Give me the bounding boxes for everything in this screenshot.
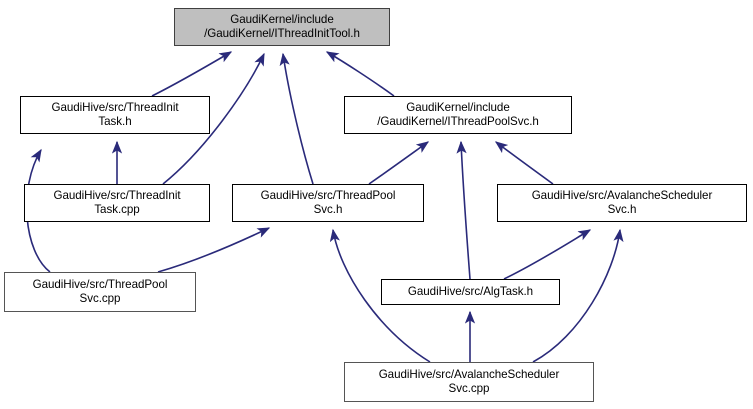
graph-edge-algtask_h-to-ithreadpoolsvc (456, 140, 471, 280)
graph-edge-algtask_h-to-avalancheschedulersvc_h (503, 229, 592, 280)
graph-node-ithreadpoolsvc[interactable]: GaudiKernel/include /GaudiKernel/IThread… (344, 96, 572, 134)
graph-node-label: GaudiHive/src/AvalancheScheduler Svc.cpp (378, 368, 560, 395)
graph-edge-threadpoolsvc_h-to-ithreadinittool (279, 52, 314, 185)
graph-node-threadpoolsvc_cpp[interactable]: GaudiHive/src/ThreadPool Svc.cpp (4, 272, 196, 312)
graph-node-threadinittask_h[interactable]: GaudiHive/src/ThreadInit Task.h (20, 96, 210, 134)
graph-edge-ithreadpoolsvc-to-ithreadinittool (325, 51, 395, 97)
graph-node-algtask_h[interactable]: GaudiHive/src/AlgTask.h (381, 279, 560, 305)
graph-node-threadinittask_cpp[interactable]: GaudiHive/src/ThreadInit Task.cpp (24, 184, 210, 222)
graph-node-avalancheschedulersvc_cpp[interactable]: GaudiHive/src/AvalancheScheduler Svc.cpp (344, 362, 594, 402)
graph-node-label: GaudiHive/src/ThreadPool Svc.cpp (32, 278, 168, 305)
graph-node-threadpoolsvc_h[interactable]: GaudiHive/src/ThreadPool Svc.h (232, 184, 424, 222)
graph-node-label: GaudiHive/src/AvalancheScheduler Svc.h (531, 189, 713, 216)
graph-edge-threadpoolsvc_h-to-ithreadpoolsvc (368, 141, 430, 185)
graph-edge-threadpoolsvc_cpp-to-threadpoolsvc_h (157, 227, 271, 273)
graph-node-label: GaudiHive/src/ThreadPool Svc.h (260, 189, 396, 216)
graph-node-ithreadinittool[interactable]: GaudiKernel/include /GaudiKernel/IThread… (174, 8, 390, 46)
graph-node-label: GaudiHive/src/ThreadInit Task.cpp (53, 189, 181, 216)
graph-node-label: GaudiHive/src/AlgTask.h (407, 285, 534, 299)
graph-node-label: GaudiKernel/include /GaudiKernel/IThread… (377, 101, 539, 128)
graph-node-label: GaudiKernel/include /GaudiKernel/IThread… (204, 13, 360, 40)
graph-node-label: GaudiHive/src/ThreadInit Task.h (51, 101, 179, 128)
graph-node-avalancheschedulersvc_h[interactable]: GaudiHive/src/AvalancheScheduler Svc.h (497, 184, 747, 222)
graph-edge-avalancheschedulersvc_h-to-ithreadpoolsvc (494, 141, 554, 185)
graph-edge-threadinittask_h-to-ithreadinittool (151, 51, 233, 97)
